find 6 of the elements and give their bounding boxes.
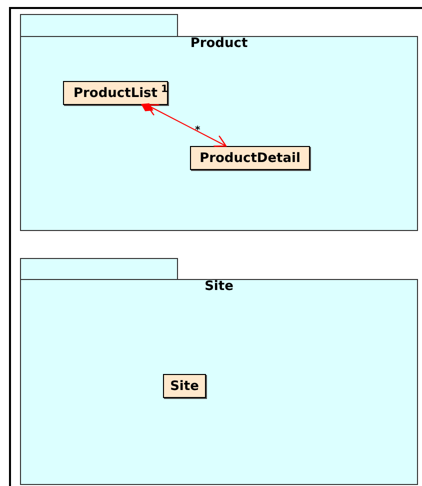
multiplicity-label: * (195, 126, 200, 136)
package-name: Product (189, 36, 249, 51)
class-box: ProductDetail (190, 146, 310, 170)
class-box: Site (163, 374, 206, 398)
multiplicity-label: 1 (161, 85, 168, 95)
package-name: Site (204, 279, 234, 294)
